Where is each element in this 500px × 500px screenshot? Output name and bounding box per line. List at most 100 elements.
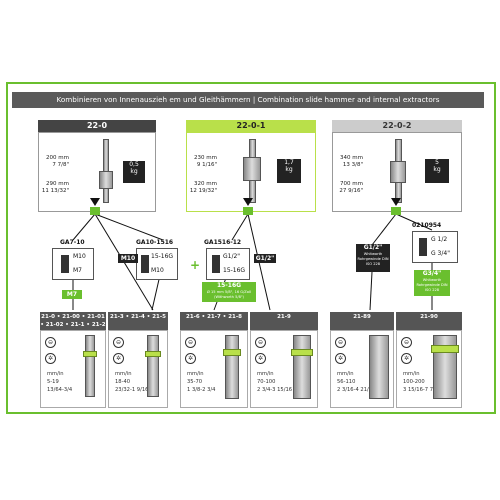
extractor-ring (291, 349, 313, 356)
adapter-0210954-bottom: G 3/4" (431, 250, 450, 257)
adapter-icon (419, 238, 427, 256)
weight-unit: kg (433, 166, 441, 173)
extractor-range-in: 2 3/4-3 15/16 (257, 387, 293, 393)
thread-1516g-label: 15-16G (216, 282, 242, 289)
extractor-21-90-header: 21-90 (396, 312, 462, 330)
extractor-21-89-panel: ⊖ ✲ mm/in 56-110 2 3/16-4 21/64 (330, 330, 394, 408)
line-g12-21-89 (369, 271, 373, 311)
cut-section-icon: ⊖ (255, 337, 266, 348)
thread-g12-tag: G1/2" (254, 254, 276, 263)
line-22-0-ga10 (94, 213, 164, 241)
hammer-len1-in: 13 3/8" (342, 162, 363, 168)
cut-section-icon: ⊖ (185, 337, 196, 348)
hammer-22-0-header: 22-0 (38, 120, 156, 132)
extractor-21-3-panel: ⊖ ✲ mm/in 18-40 23/32-1 9/16 (108, 330, 168, 408)
thread-1516g-sub: Ø 15 mm 5/8", 16 G/Zoll (Withworth 5/8") (207, 290, 251, 299)
extractor-21-0-panel: ⊖ ✲ mm/in 5-19 13/64-3/4 (40, 330, 106, 408)
hammer-mass (390, 161, 406, 183)
extractor-tool (147, 335, 159, 397)
adapter-ga7-bottom: M7 (73, 267, 82, 274)
extractor-ring (431, 345, 459, 353)
gear-icon: ✲ (45, 353, 56, 364)
adapter-ga10-top: 15-16G (151, 253, 174, 260)
thread-g12-sub: Whitworth Rohrgewinde DIN ISO 228 (357, 252, 389, 266)
extractor-unit: mm/in (47, 371, 64, 377)
cut-section-icon: ⊖ (45, 337, 56, 348)
extractor-unit: mm/in (403, 371, 420, 377)
extractor-range-mm: 100-200 (403, 379, 425, 385)
extractor-range-in: 1 3/8-2 3/4 (187, 387, 216, 393)
gear-icon: ✲ (401, 353, 412, 364)
extractor-tool (225, 335, 239, 399)
extractor-tool (85, 335, 95, 397)
adapter-ga10-box: 15-16G M10 (136, 248, 178, 280)
hammer-len2-mm: 700 mm (340, 181, 363, 187)
adapter-ga1516-bottom: 15-16G (223, 267, 246, 274)
extractor-tool (293, 335, 311, 399)
adapter-ga10-bottom: M10 (151, 267, 164, 274)
extractor-range-in: 2 3/16-4 21/64 (337, 387, 376, 393)
adapter-ga7-code: GA7-10 (60, 239, 85, 246)
cut-section-icon: ⊖ (335, 337, 346, 348)
extractor-ring (83, 351, 97, 357)
extractor-21-0-header: 21-0 • 21-00 • 21-01 • 21-02 • 21-1 • 21… (40, 312, 106, 330)
plus-sign: + (190, 258, 201, 272)
hammer-len1-mm: 200 mm (46, 155, 69, 161)
hammer-mass (243, 157, 261, 181)
adapter-0210954-top: G 1/2 (431, 236, 448, 243)
hammer-len1-mm: 340 mm (340, 155, 363, 161)
hammer-len1-mm: 230 mm (194, 155, 217, 161)
extractor-range-mm: 35-70 (187, 379, 203, 385)
hammer-len2-in: 12 19/32" (189, 188, 217, 194)
green-marker (90, 207, 100, 215)
extractor-21-9-panel: ⊖ ✲ mm/in 70-100 2 3/4-3 15/16 (250, 330, 318, 408)
green-marker (391, 207, 401, 215)
thread-1516g-tag: 15-16G Ø 15 mm 5/8", 16 G/Zoll (Withwort… (202, 282, 256, 302)
thread-m10-tag: M10 (118, 254, 138, 263)
hammer-22-0-2-header: 22-0-2 (332, 120, 462, 132)
weight-unit: kg (130, 168, 138, 175)
arrow-down (243, 198, 253, 206)
adapter-icon (212, 255, 220, 273)
extractor-range-mm: 18-40 (115, 379, 131, 385)
weight-value: 5 (435, 159, 439, 166)
extractor-unit: mm/in (257, 371, 274, 377)
line-22-0-1-ga1516 (231, 213, 249, 241)
arrow-down (90, 198, 100, 206)
adapter-ga10-code: GA10-1516 (136, 239, 174, 246)
thread-g34-sub: Whitworth Rohrgewinde DIN ISO 228 (416, 278, 448, 292)
hammer-mass (99, 171, 113, 189)
hammer-len2-mm: 290 mm (46, 181, 69, 187)
thread-g34-tag: G3/4" Whitworth Rohrgewinde DIN ISO 228 (414, 270, 450, 296)
extractor-range-mm: 70-100 (257, 379, 276, 385)
weight-value: 0,5 (129, 161, 139, 168)
adapter-ga1516-box: G1/2" 15-16G (206, 248, 250, 280)
extractor-range-in: 23/32-1 9/16 (115, 387, 149, 393)
thread-g34-label: G3/4" (422, 270, 442, 277)
hammer-len1-in: 9 1/16" (196, 162, 217, 168)
adapter-ga7-box: M10 M7 (52, 248, 94, 280)
weight-unit: kg (285, 166, 293, 173)
extractor-unit: mm/in (337, 371, 354, 377)
cut-section-icon: ⊖ (113, 337, 124, 348)
extractor-21-90-panel: ⊖ ✲ mm/in 100-200 3 15/16-7 7/8 (396, 330, 462, 408)
extractor-21-9-header: 21-9 (250, 312, 318, 330)
hammer-len1-in: 7 7/8" (52, 162, 69, 168)
adapter-icon (141, 255, 149, 273)
arrow-down (391, 198, 401, 206)
extractor-range-mm: 56-110 (337, 379, 356, 385)
extractor-range-in: 13/64-3/4 (47, 387, 73, 393)
line-22-0-ga7 (72, 213, 96, 241)
extractor-21-3-header: 21-3 • 21-4 • 21-5 (108, 312, 168, 330)
banner-title: Kombinieren von Innenauszieh em und Glei… (12, 92, 484, 108)
hammer-len2-in: 11 13/32" (41, 188, 69, 194)
extractor-ring (223, 349, 241, 356)
extractor-21-6-panel: ⊖ ✲ mm/in 35-70 1 3/8-2 3/4 (180, 330, 248, 408)
weight-value: 1,7 (284, 159, 294, 166)
adapter-0210954-box: G 1/2 G 3/4" (412, 231, 458, 263)
adapter-ga1516-code: GA1516-12 (204, 239, 242, 246)
hammer-len2-mm: 320 mm (194, 181, 217, 187)
thread-g12-label: G1/2" (363, 244, 383, 251)
extractor-range-mm: 5-19 (47, 379, 59, 385)
extractor-unit: mm/in (115, 371, 132, 377)
